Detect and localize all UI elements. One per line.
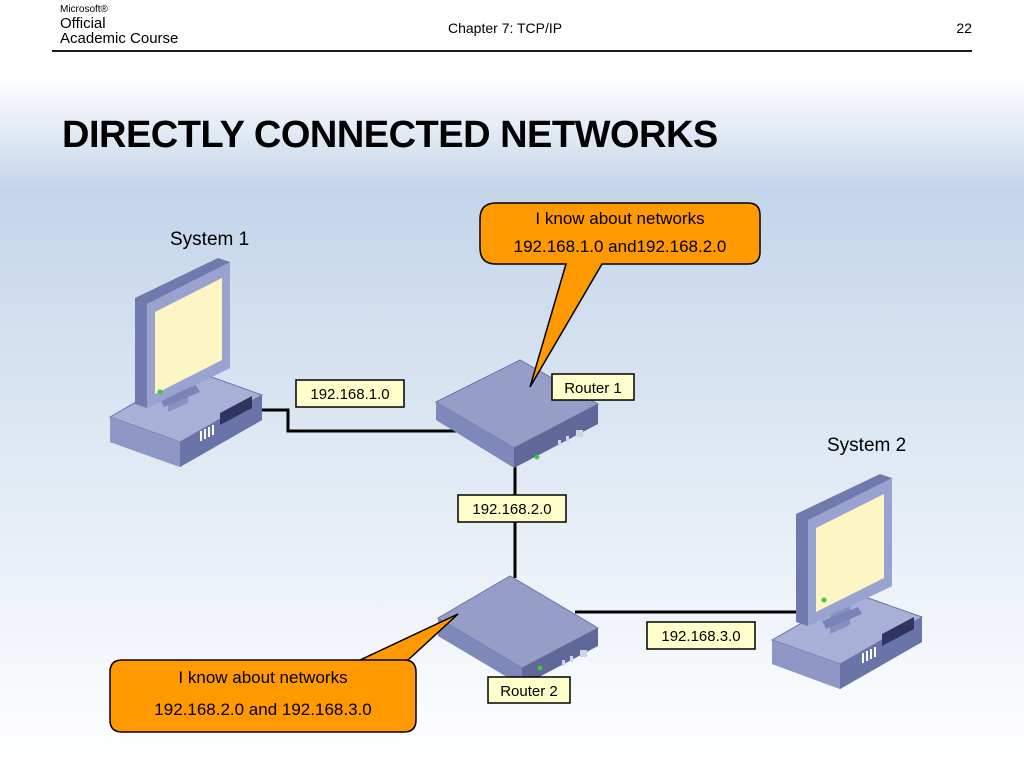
- slide-header: Microsoft® Official Academic Course Chap…: [0, 0, 1024, 56]
- brand-line-1: Microsoft®: [60, 4, 108, 15]
- system2-computer-icon: [770, 474, 924, 689]
- brand-line-2: Official: [60, 15, 106, 32]
- router2-label-text: Router 2: [500, 683, 558, 700]
- network-label-3: 192.168.3.0: [646, 621, 756, 650]
- network-label-2: 192.168.2.0: [457, 494, 567, 523]
- router1-callout: I know about networks 192.168.1.0 and192…: [479, 202, 761, 388]
- system1-computer-icon: [108, 258, 264, 467]
- microsoft-official-academic-course-logo: Microsoft® Official Academic Course: [60, 4, 179, 47]
- system1-label: System 1: [170, 229, 249, 250]
- network-label-2-text: 192.168.2.0: [472, 501, 551, 518]
- brand-line-3: Academic Course: [60, 30, 179, 47]
- network-label-3-text: 192.168.3.0: [661, 628, 740, 645]
- slide-title: DIRECTLY CONNECTED NETWORKS: [62, 114, 718, 156]
- page-number: 22: [956, 20, 972, 36]
- router1-label-text: Router 1: [564, 380, 622, 397]
- router2-callout: I know about networks 192.168.2.0 and 19…: [109, 613, 459, 733]
- network-label-1-text: 192.168.1.0: [310, 386, 389, 403]
- callout1-line2: 192.168.1.0 and192.168.2.0: [514, 237, 727, 256]
- header-divider: [52, 50, 972, 52]
- callout2-line2: 192.168.2.0 and 192.168.3.0: [154, 700, 371, 719]
- network-label-1: 192.168.1.0: [295, 379, 405, 408]
- link-system1-router1: [252, 408, 470, 433]
- router2-label: Router 2: [487, 676, 571, 704]
- callout2-line1: I know about networks: [178, 668, 347, 687]
- chapter-title: Chapter 7: TCP/IP: [448, 20, 563, 36]
- router2-icon: [437, 575, 600, 686]
- system2-label: System 2: [827, 435, 906, 456]
- router1-label: Router 1: [551, 373, 635, 401]
- callout1-line1: I know about networks: [535, 209, 704, 228]
